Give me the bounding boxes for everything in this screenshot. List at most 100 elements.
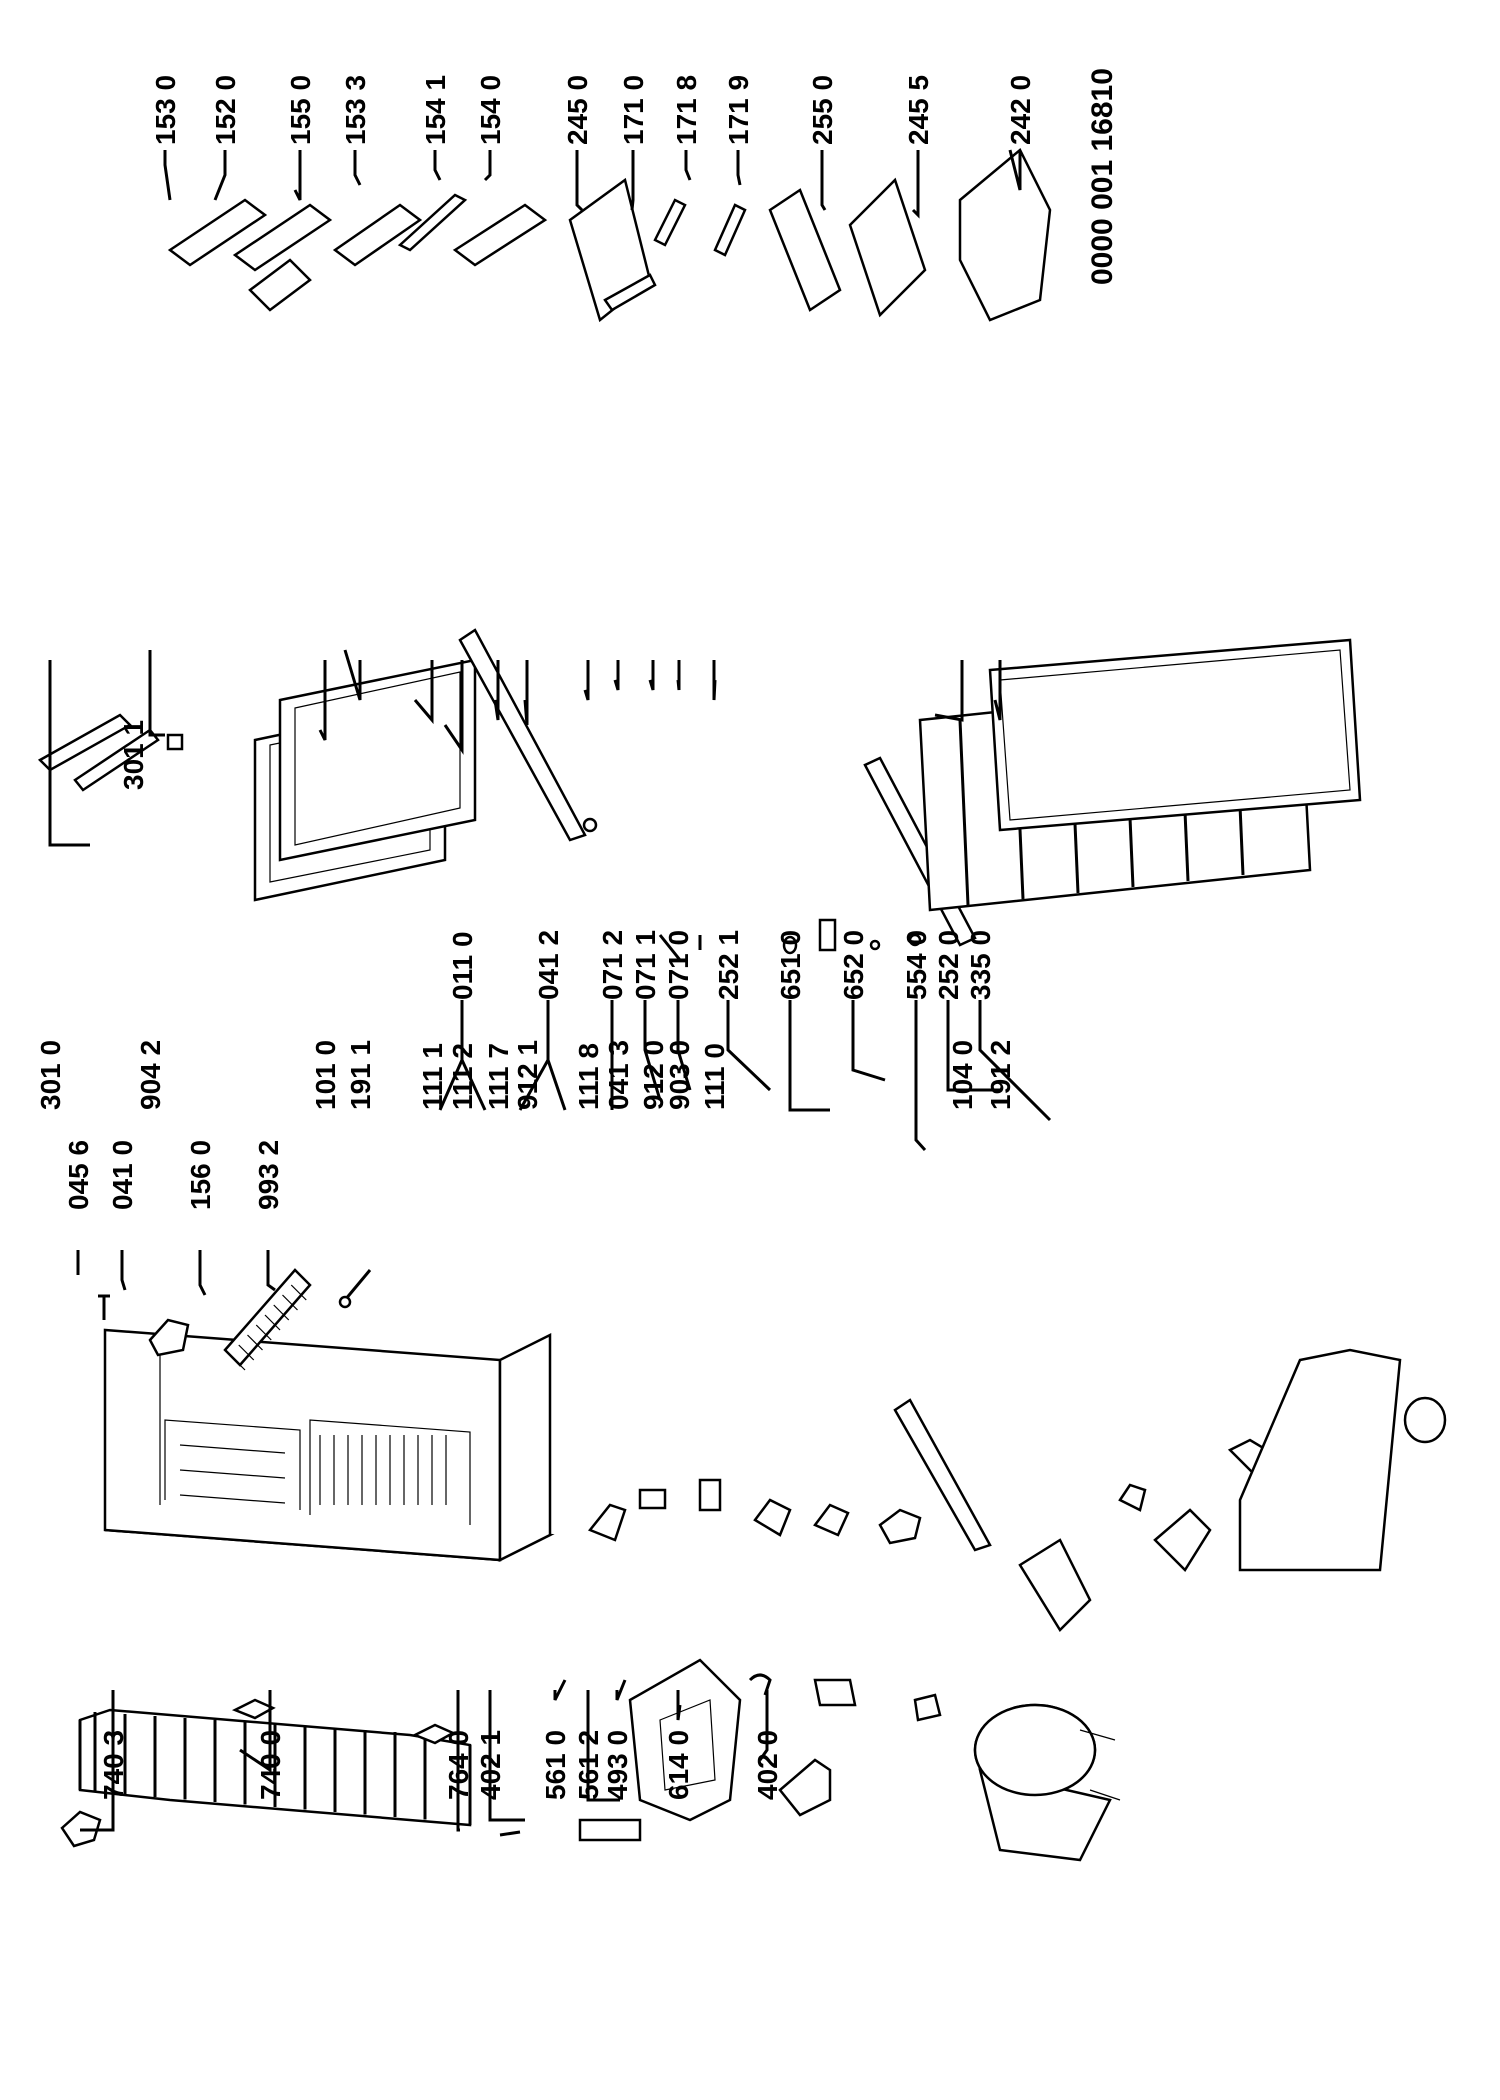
label-2450: 245 0	[562, 75, 593, 145]
part-1117-rod	[658, 934, 682, 961]
part-5610-clip	[748, 1673, 772, 1696]
part-2550-glass-shelf	[768, 188, 842, 312]
label-1719: 171 9	[723, 75, 754, 145]
label-1010: 101 0	[310, 1040, 341, 1110]
part-3350-knob	[1403, 1396, 1447, 1444]
part-drawings	[37, 148, 1447, 1862]
label-3011: 301 1	[118, 720, 149, 790]
label-2520: 252 0	[933, 930, 964, 1000]
label-3010: 301 0	[35, 1040, 66, 1110]
leader-lines	[48, 149, 1052, 1832]
label-0711: 071 1	[630, 930, 661, 1000]
label-1118: 111 8	[573, 1043, 604, 1110]
label-7640: 764 0	[443, 1730, 474, 1800]
part-1550-egg-tray	[248, 258, 312, 312]
label-0456: 045 6	[63, 1140, 94, 1210]
label-1520: 152 0	[210, 75, 241, 145]
part-6140-grommet	[913, 1693, 942, 1722]
document-id: 0000 001 16810	[1086, 68, 1119, 285]
part-4020-compressor	[973, 1703, 1121, 1862]
part-9030-nut	[908, 933, 922, 947]
label-2455: 245 5	[903, 75, 934, 145]
part-2420-crisper	[958, 148, 1052, 322]
label-9042: 904 2	[135, 1040, 166, 1110]
label-0710: 071 0	[663, 930, 694, 1000]
label-0410: 041 0	[107, 1140, 138, 1210]
part-number-labels: 740 3 740 0 764 0 402 1 561 0 561 2 493 …	[35, 68, 1119, 1800]
part-1111-panel	[458, 628, 587, 842]
part-6510-bulb	[1118, 1483, 1147, 1512]
label-1718: 171 8	[671, 75, 702, 145]
label-6510: 651 0	[775, 930, 806, 1000]
label-2420: 242 0	[1005, 75, 1036, 145]
part-1912-gasket	[988, 638, 1362, 832]
label-1111: 111 1	[417, 1043, 448, 1110]
part-0412-hinge	[753, 1498, 792, 1537]
part-2520-drawer	[1238, 1348, 1402, 1572]
label-2521: 252 1	[713, 930, 744, 1000]
part-1719-bottle-rack	[713, 203, 747, 257]
label-1117: 111 7	[483, 1043, 514, 1110]
part-1560-ice-tray	[223, 1268, 312, 1371]
label-0412: 041 2	[533, 930, 564, 1000]
part-1541-shelf	[397, 193, 468, 252]
part-0110-hinge-a	[587, 1503, 627, 1542]
part-0712-cover	[813, 1503, 850, 1537]
label-1112: 111 2	[447, 1043, 478, 1110]
label-0110: 011 0	[447, 931, 478, 1000]
part-1533-shelf	[332, 203, 423, 267]
part-0413-hinge	[818, 918, 837, 952]
label-1533: 153 3	[340, 75, 371, 145]
part-2521-housing	[1018, 1538, 1092, 1633]
label-9932: 993 2	[253, 1140, 284, 1210]
label-1560: 156 0	[185, 1140, 216, 1210]
part-7640-drier	[578, 1818, 642, 1842]
part-cabinet	[103, 1328, 555, 1563]
label-3350: 335 0	[965, 930, 996, 1000]
label-1040: 104 0	[947, 1040, 978, 1110]
label-1530: 153 0	[150, 75, 181, 145]
part-3010-bar	[37, 713, 133, 772]
part-1520-shelf	[232, 203, 333, 272]
part-9932-sensor	[343, 1269, 372, 1301]
label-1912: 191 2	[985, 1040, 1016, 1110]
part-1911-gasket	[278, 658, 477, 862]
part-3011-bar	[73, 728, 160, 792]
part-0710-rail	[893, 1398, 992, 1552]
part-1118-washer	[782, 935, 798, 955]
part-1112-screw	[582, 817, 598, 833]
part-7400-condenser	[78, 1698, 521, 1837]
part-0456-pin	[98, 1294, 110, 1320]
label-1710: 171 0	[618, 75, 649, 145]
label-5612: 561 2	[573, 1730, 604, 1800]
label-7403: 740 3	[98, 1730, 129, 1800]
part-0711-foot	[878, 1508, 922, 1545]
part-0110-hinge-b	[638, 1488, 667, 1510]
label-1911: 191 1	[345, 1040, 376, 1110]
label-1110: 111 0	[699, 1043, 730, 1110]
label-6520: 652 0	[838, 930, 869, 1000]
part-5612-relay	[778, 1758, 832, 1817]
part-9042-cap	[166, 733, 184, 751]
label-1541: 154 1	[420, 75, 451, 145]
part-1718-bottle-rack	[653, 198, 687, 247]
part-6520-thermostat	[1153, 1508, 1212, 1572]
label-7400: 740 0	[255, 1730, 286, 1800]
label-1540: 154 0	[475, 75, 506, 145]
part-0412-bush	[698, 1478, 722, 1512]
label-0413: 041 3	[603, 1040, 634, 1110]
label-9121: 912 1	[512, 1040, 543, 1110]
label-9030: 903 0	[664, 1040, 695, 1110]
label-5610: 561 0	[540, 1730, 571, 1800]
part-1710-rail	[603, 273, 657, 312]
label-9120: 912 0	[638, 1040, 669, 1110]
label-5540: 554 0	[901, 930, 932, 1000]
part-1530-shelf	[167, 198, 268, 267]
label-4930: 493 0	[602, 1730, 633, 1800]
part-0410-hinge	[148, 1318, 190, 1357]
part-9120-screw	[869, 939, 881, 951]
part-4930-capacitor	[813, 1678, 857, 1707]
label-2550: 255 0	[807, 75, 838, 145]
part-1540-shelf	[452, 203, 548, 267]
